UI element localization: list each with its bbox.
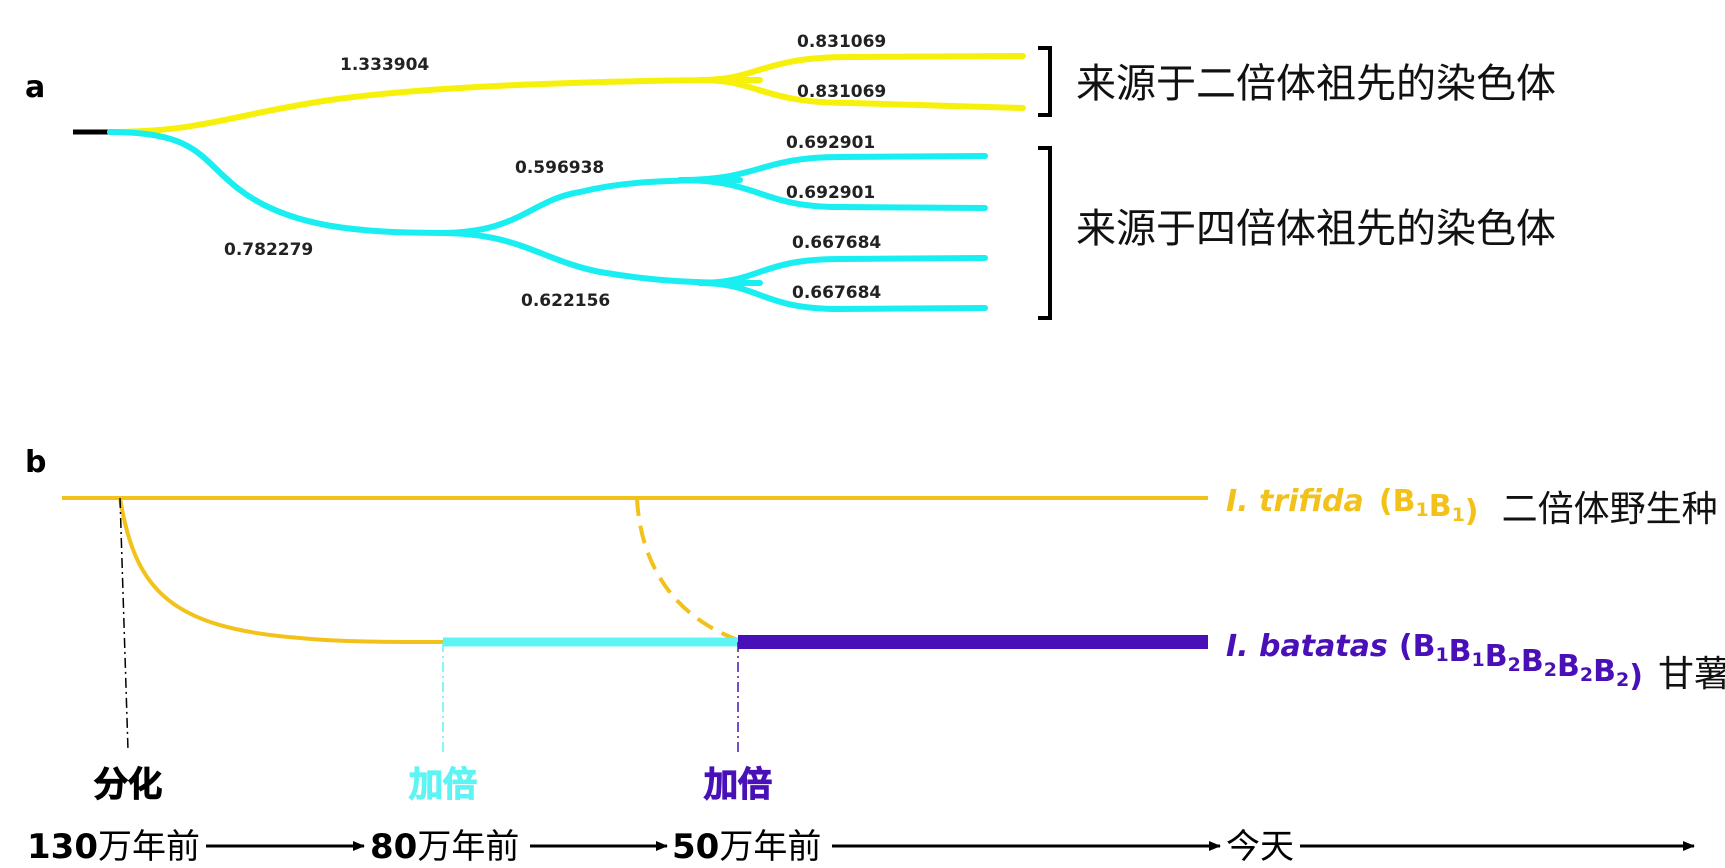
bracket-diploid (1038, 46, 1052, 117)
panel-a: a 1.333904 0.782279 0.596938 0.622156 0.… (25, 32, 1556, 320)
timeline-number-130: 130 (27, 827, 98, 867)
branch-length-tetra-lower-leaf-1: 0.667684 (792, 233, 881, 253)
lineage-divergence-curve (118, 497, 446, 644)
lineage-hybridization-dashed (635, 497, 739, 642)
branch-length-root-to-tetraploid: 0.782279 (224, 240, 313, 260)
branch-length-diploid-leaf-1: 0.831069 (797, 32, 886, 52)
species-label-batatas: I. batatas (B1B1B2B2B2B2) 甘薯 (1226, 629, 1725, 695)
species-genome-batatas: (B1B1B2B2B2B2) (1399, 629, 1643, 694)
event-line-divergence (119, 497, 129, 751)
branch-diploid-leaf-2 (697, 77, 1026, 111)
species-genome-trifida: (B1B1) (1379, 484, 1479, 529)
timeline: 130万年前 80万年前 50万年前 今天 (27, 827, 1695, 867)
timeline-unit-80: 万年前 (417, 827, 519, 867)
event-label-divergence: 分化 (94, 765, 162, 805)
species-label-trifida: I. trifida (B1B1) 二倍体野生种 (1226, 484, 1718, 530)
branch-tetra-upper-leaf-1 (677, 153, 988, 183)
branch-length-root-to-diploid: 1.333904 (340, 55, 429, 75)
species-name-batatas: I. batatas (1226, 629, 1388, 664)
timeline-number-50: 50 (672, 827, 719, 867)
branch-tetra-upper-leaf-2 (677, 177, 988, 211)
bracket-tetraploid (1038, 146, 1052, 320)
timeline-unit-50: 万年前 (719, 827, 821, 867)
branch-root-to-tetraploid (107, 129, 453, 236)
branch-length-tetra-upper-leaf-1: 0.692901 (786, 133, 875, 153)
species-cn-trifida: 二倍体野生种 (1502, 489, 1718, 530)
timeline-label-50: 50万年前 (672, 827, 821, 867)
species-cn-batatas: 甘薯 (1658, 654, 1725, 695)
timeline-label-130: 130万年前 (27, 827, 200, 867)
branch-tetra-lower-leaf-2 (697, 280, 988, 313)
timeline-unit-130: 万年前 (98, 827, 200, 867)
branch-tetra-upper (437, 177, 743, 236)
timeline-number-80: 80 (370, 827, 417, 867)
event-label-polyploidization-2: 加倍 (704, 765, 772, 805)
group-label-tetraploid: 来源于四倍体祖先的染色体 (1076, 206, 1556, 252)
branch-tetra-lower-leaf-1 (697, 255, 988, 286)
branch-length-tetra-lower-leaf-2: 0.667684 (792, 283, 881, 303)
group-label-diploid: 来源于二倍体祖先的染色体 (1076, 61, 1556, 107)
branch-length-tetra-lower: 0.622156 (521, 291, 610, 311)
branch-length-tetra-upper: 0.596938 (515, 158, 604, 178)
branch-root-to-diploid (107, 77, 763, 135)
branch-tetra-lower (437, 230, 763, 286)
timeline-label-80: 80万年前 (370, 827, 519, 867)
panel-b: b 分化 加倍 加倍 I. trifida (B1B1) 二倍体野生种 I. b… (25, 445, 1725, 867)
branch-length-diploid-leaf-2: 0.831069 (797, 82, 886, 102)
panel-a-label: a (25, 70, 45, 105)
branch-length-tetra-upper-leaf-2: 0.692901 (786, 183, 875, 203)
timeline-label-today: 今天 (1226, 827, 1294, 867)
panel-b-label: b (25, 445, 46, 480)
species-name-trifida: I. trifida (1226, 484, 1364, 519)
event-label-polyploidization-1: 加倍 (409, 765, 477, 805)
branch-diploid-leaf-1 (697, 53, 1026, 83)
